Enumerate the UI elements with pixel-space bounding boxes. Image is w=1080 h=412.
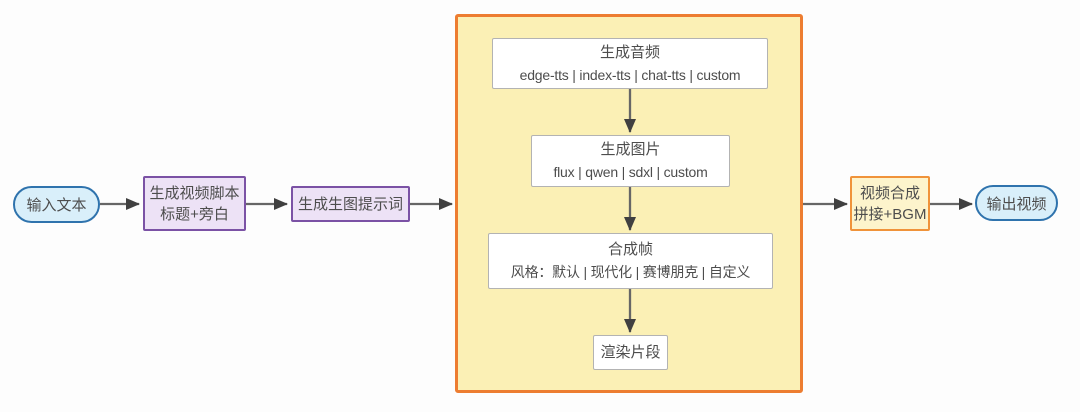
- generate-picture-node: 生成图片 flux | qwen | sdxl | custom: [531, 135, 730, 187]
- output-video-node: 输出视频: [975, 185, 1058, 221]
- compose-frame-node: 合成帧 风格：默认 | 现代化 | 赛博朋克 | 自定义: [488, 233, 773, 289]
- video-compose-title: 视频合成: [859, 184, 920, 202]
- compose-frame-title: 合成帧: [607, 241, 653, 258]
- generate-script-subtitle: 标题+旁白: [160, 205, 229, 223]
- input-text-node: 输入文本: [13, 186, 100, 223]
- generate-prompt-node: 生成生图提示词: [291, 186, 410, 222]
- input-text-label: 输入文本: [26, 197, 87, 214]
- render-clip-node: 渲染片段: [593, 335, 668, 370]
- output-video-label: 输出视频: [986, 195, 1047, 213]
- video-compose-subtitle: 拼接+BGM: [853, 205, 927, 223]
- generate-prompt-label: 生成生图提示词: [297, 195, 403, 213]
- generate-picture-title: 生成图片: [600, 141, 661, 158]
- compose-frame-options: 风格：默认 | 现代化 | 赛博朋克 | 自定义: [510, 264, 751, 280]
- generate-audio-node: 生成音频 edge-tts | index-tts | chat-tts | c…: [492, 38, 768, 89]
- generate-script-title: 生成视频脚本: [149, 184, 240, 202]
- generate-audio-title: 生成音频: [599, 43, 660, 61]
- generate-picture-options: flux | qwen | sdxl | custom: [553, 164, 708, 180]
- generate-script-node: 生成视频脚本 标题+旁白: [143, 176, 246, 231]
- render-clip-label: 渲染片段: [600, 344, 661, 361]
- generate-audio-options: edge-tts | index-tts | chat-tts | custom: [519, 66, 741, 83]
- video-compose-node: 视频合成 拼接+BGM: [850, 176, 930, 231]
